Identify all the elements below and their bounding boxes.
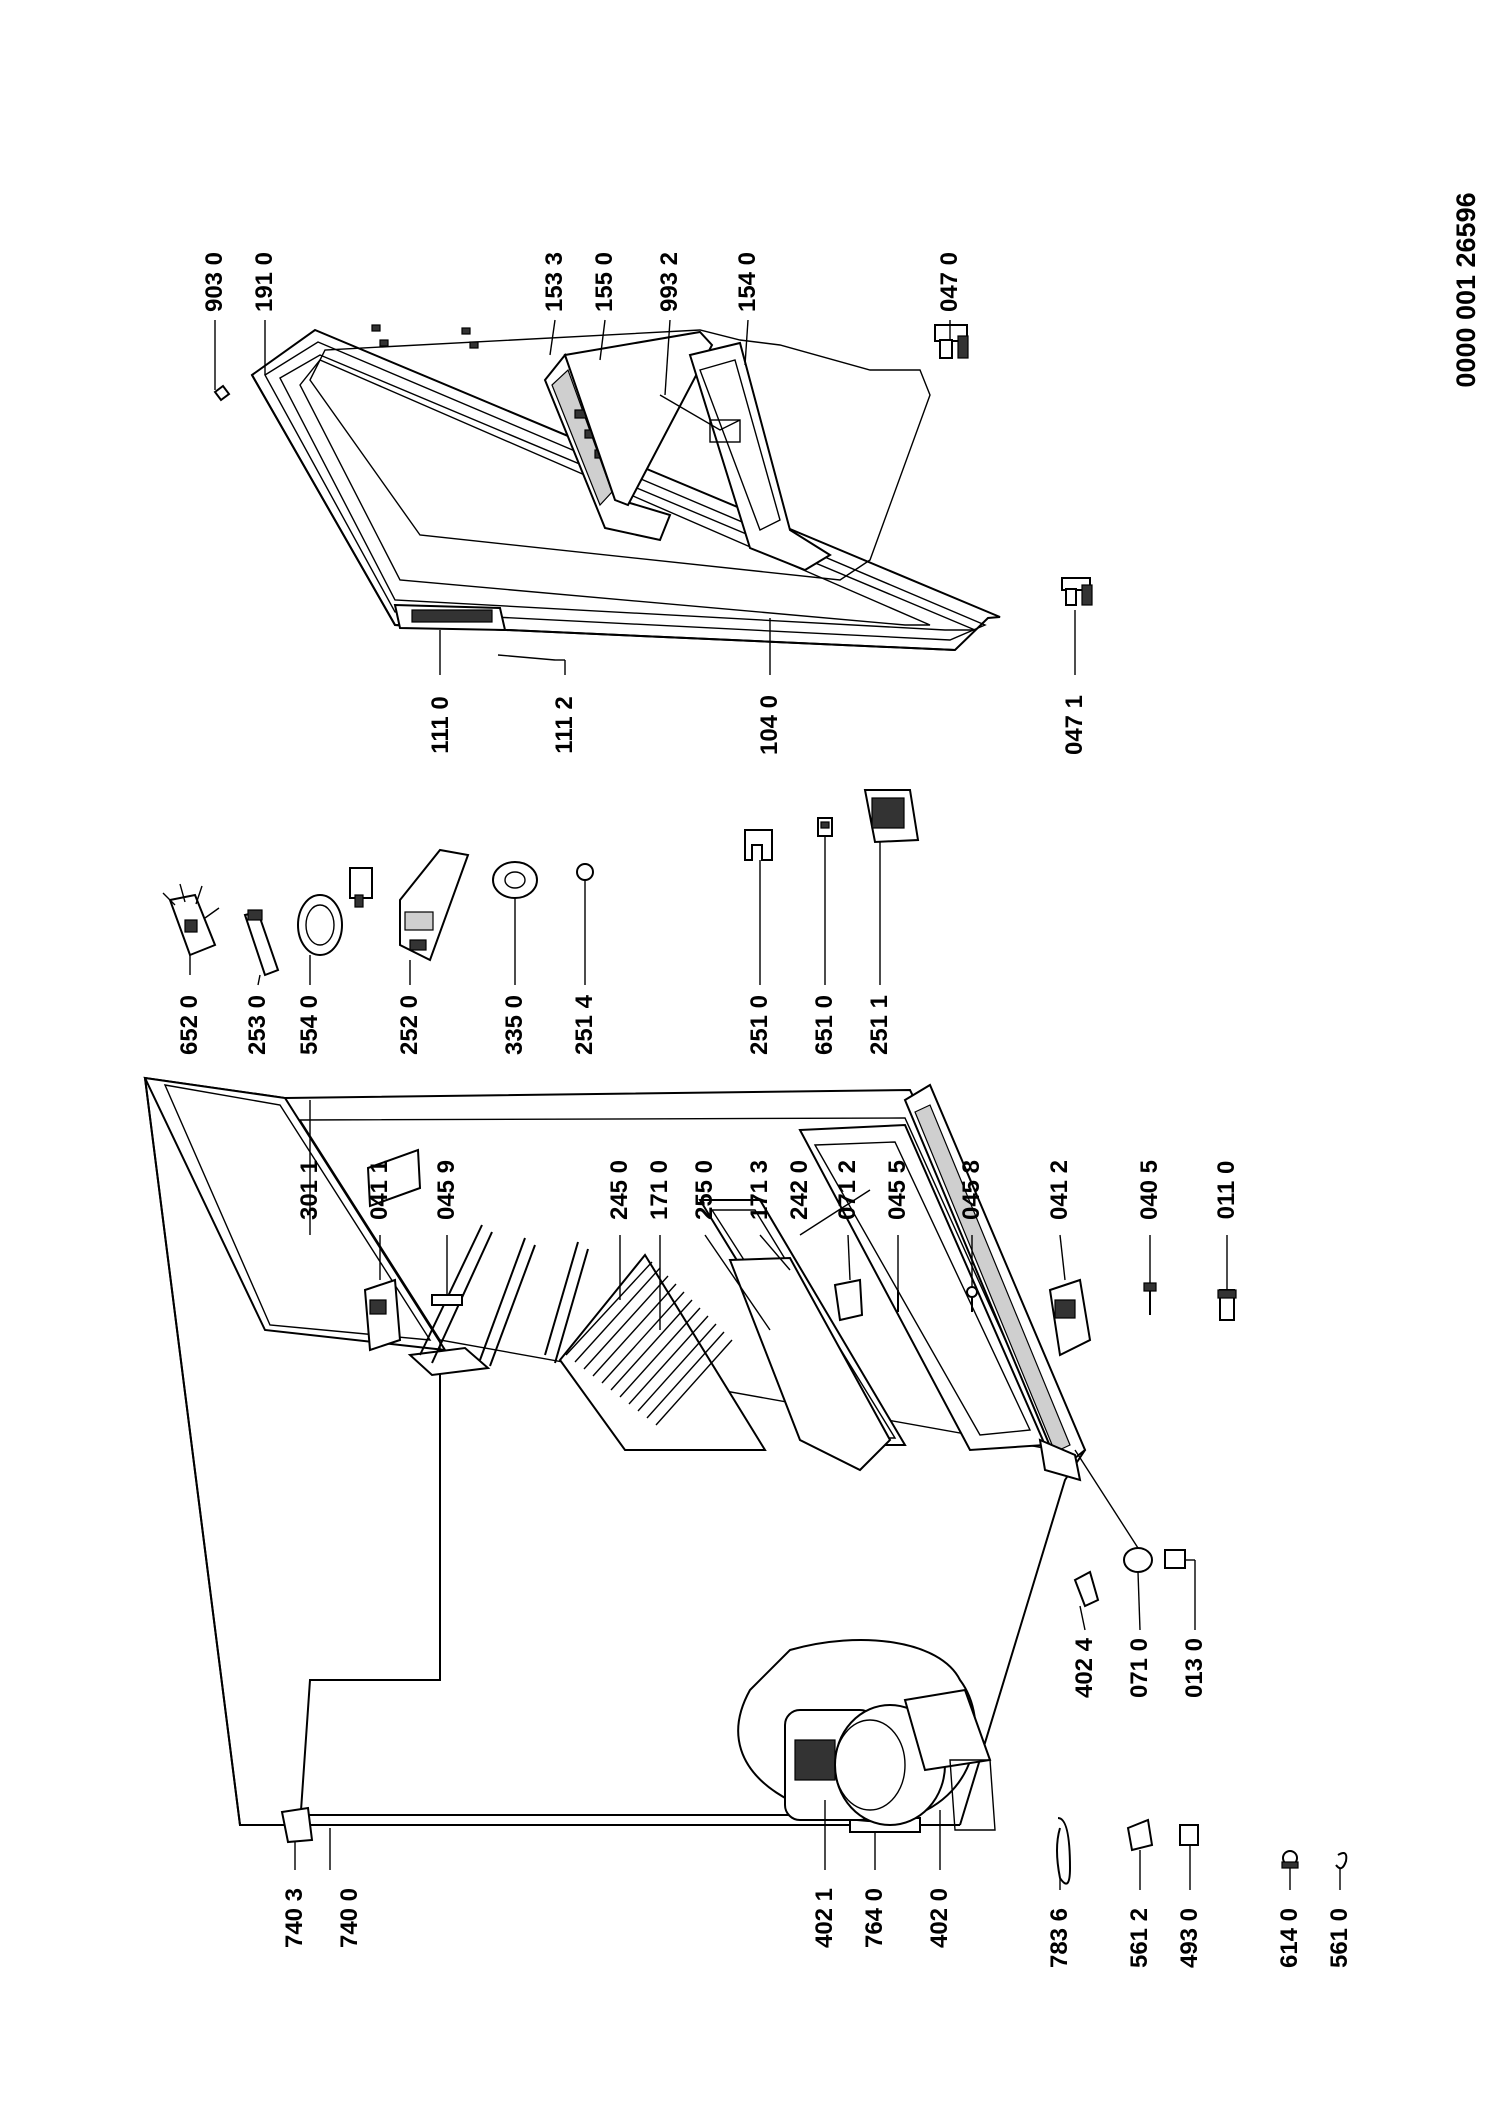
label-041-2: 041 2	[1046, 1160, 1073, 1220]
label-191-0: 191 0	[251, 252, 278, 312]
connector-icon	[1126, 1818, 1154, 1852]
label-253-0: 253 0	[244, 995, 271, 1055]
hinge-plate-top-icon	[363, 1278, 402, 1352]
label-041-1: 041 1	[366, 1160, 393, 1220]
label-155-0: 155 0	[591, 252, 618, 312]
label-045-9: 045 9	[433, 1160, 460, 1220]
switch-icon	[817, 817, 833, 837]
bolt-icon	[1143, 1282, 1157, 1315]
pin-icon	[431, 1294, 463, 1306]
label-047-0: 047 0	[936, 252, 963, 312]
loose-parts	[162, 324, 1348, 1885]
cabinet-assembly	[143, 1076, 1087, 1844]
label-402-4: 402 4	[1071, 1637, 1098, 1698]
label-154-0: 154 0	[734, 252, 761, 312]
hinge-pin-bottom-icon	[1061, 577, 1093, 606]
label-251-1: 251 1	[866, 995, 893, 1055]
label-242-0: 242 0	[786, 1160, 813, 1220]
hinge-bottom-icon	[1048, 1278, 1092, 1357]
label-251-0: 251 0	[746, 995, 773, 1055]
leader-lines	[189, 319, 1341, 1890]
label-111-2: 111 2	[551, 696, 578, 753]
document-id: 0000 001 26596	[1451, 192, 1481, 387]
label-764-0: 764 0	[861, 1888, 888, 1948]
label-104-0: 104 0	[756, 695, 783, 755]
label-255-0: 255 0	[691, 1160, 718, 1220]
bulb-icon	[576, 863, 594, 881]
hinge-pin-top-icon	[934, 324, 969, 359]
label-903-0: 903 0	[201, 252, 228, 312]
relay-bracket-icon	[1073, 1570, 1100, 1608]
label-651-0: 651 0	[811, 995, 838, 1055]
label-045-8: 045 8	[958, 1160, 985, 1220]
cap-icon	[833, 1278, 864, 1322]
label-301-1: 301 1	[296, 1160, 323, 1220]
control-box-icon	[863, 789, 920, 844]
thermostat-bracket-icon	[162, 883, 220, 957]
lamp-housing-icon	[399, 848, 470, 962]
label-335-0: 335 0	[501, 995, 528, 1055]
label-251-4: 251 4	[571, 994, 598, 1055]
label-740-3: 740 3	[281, 1888, 308, 1948]
label-011-0: 011 0	[1213, 1161, 1240, 1220]
label-153-3: 153 3	[541, 252, 568, 312]
label-071-2: 071 2	[834, 1160, 861, 1220]
grommet-icon	[1281, 1850, 1299, 1869]
clip-icon	[1056, 1817, 1072, 1885]
label-040-5: 040 5	[1136, 1160, 1163, 1220]
label-045-5: 045 5	[884, 1160, 911, 1220]
plug-icon	[1179, 1824, 1199, 1846]
label-071-0: 071 0	[1126, 1638, 1153, 1698]
lamp-cover-icon	[297, 867, 373, 956]
label-171-3: 171 3	[746, 1160, 773, 1220]
label-561-2: 561 2	[1126, 1908, 1153, 1968]
part-labels: 903 0 191 0 153 3 155 0 993 2 154 0 047 …	[176, 252, 1353, 1968]
label-111-0: 111 0	[427, 696, 454, 753]
label-047-1: 047 1	[1061, 695, 1088, 755]
label-171-0: 171 0	[646, 1160, 673, 1220]
label-245-0: 245 0	[606, 1160, 633, 1220]
label-614-0: 614 0	[1276, 1908, 1303, 1968]
label-402-1: 402 1	[811, 1888, 838, 1948]
label-402-0: 402 0	[926, 1888, 953, 1948]
label-252-0: 252 0	[396, 995, 423, 1055]
label-652-0: 652 0	[176, 995, 203, 1055]
hook-icon	[1335, 1852, 1348, 1870]
door-assembly	[250, 324, 1001, 661]
leg-icon	[1164, 1549, 1186, 1569]
label-493-0: 493 0	[1176, 1908, 1203, 1968]
label-561-0: 561 0	[1326, 1908, 1353, 1968]
label-013-0: 013 0	[1181, 1638, 1208, 1698]
cap-round-icon	[1123, 1547, 1153, 1573]
label-783-6: 783 6	[1046, 1908, 1073, 1968]
bracket-plate-icon	[744, 829, 773, 861]
thermostat-knob-icon	[492, 861, 538, 899]
knob-stem-icon	[243, 909, 280, 977]
label-993-2: 993 2	[656, 252, 683, 312]
label-554-0: 554 0	[296, 995, 323, 1055]
foot-icon	[1217, 1289, 1237, 1321]
label-740-0: 740 0	[336, 1888, 363, 1948]
